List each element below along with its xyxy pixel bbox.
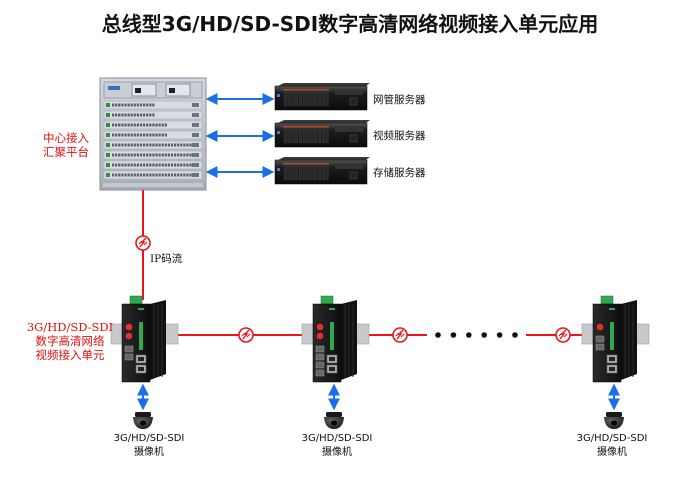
dome-camera-3 (604, 412, 624, 429)
core-label-line2: 汇聚平台 (43, 145, 89, 159)
camera-label-3: 3G/HD/SD-SDI 摄像机 (562, 432, 662, 460)
line-card (103, 130, 203, 140)
core-switch-chassis (99, 77, 207, 191)
camera-label-2-model: 3G/HD/SD-SDI (301, 433, 373, 444)
server-label-nms: 网管服务器 (373, 94, 426, 106)
camera-label-1-model: 3G/HD/SD-SDI (113, 433, 185, 444)
bus-fiber-icon-2 (392, 327, 408, 343)
line-card (103, 140, 203, 150)
rack-server-1 (274, 83, 370, 111)
rack-server-3 (274, 157, 370, 185)
core-label-line1: 中心接入 (43, 131, 89, 145)
bus-fiber-icon-3 (555, 327, 571, 343)
line-card (103, 150, 203, 160)
camera-label-1-type: 摄像机 (134, 447, 164, 458)
uplink-label: IP码流 (150, 253, 183, 265)
line-card (103, 110, 203, 120)
rack-server-2 (274, 120, 370, 148)
ellipsis-dot (512, 332, 518, 338)
ellipsis-dot (450, 332, 457, 338)
sdi-access-unit-1 (110, 295, 179, 383)
uplink-fiber-icon (135, 235, 151, 251)
line-card (103, 170, 203, 180)
line-card (103, 160, 203, 170)
server-label-video: 视频服务器 (373, 130, 426, 142)
unit-label: 3G/HD/SD-SDI 数字高清网络 视频接入单元 (22, 320, 118, 362)
dome-camera-1 (133, 412, 153, 429)
line-card (103, 100, 203, 110)
core-label: 中心接入 汇聚平台 (28, 131, 104, 159)
dome-camera-2 (324, 412, 344, 429)
camera-label-3-type: 摄像机 (597, 447, 627, 458)
ellipsis-dot (435, 332, 441, 338)
camera-label-1: 3G/HD/SD-SDI 摄像机 (99, 432, 199, 460)
unit-label-line3: 视频接入单元 (35, 348, 105, 362)
unit-label-line2: 数字高清网络 (35, 334, 105, 348)
unit-label-line1: 3G/HD/SD-SDI (26, 320, 114, 334)
ellipsis-dot (496, 332, 503, 338)
diagram-title: 总线型3G/HD/SD-SDI数字高清网络视频接入单元应用 (101, 12, 599, 36)
camera-label-3-model: 3G/HD/SD-SDI (576, 433, 648, 444)
server-label-storage: 存储服务器 (373, 167, 426, 179)
line-card (103, 120, 203, 130)
camera-label-2: 3G/HD/SD-SDI 摄像机 (287, 432, 387, 460)
bus-fiber-icon-1 (238, 327, 254, 343)
sdi-access-unit-2 (301, 295, 370, 383)
ellipsis-dot (466, 332, 472, 338)
sdi-access-unit-3 (581, 295, 650, 383)
camera-label-2-type: 摄像机 (322, 447, 352, 458)
ellipsis-dot (481, 332, 488, 338)
